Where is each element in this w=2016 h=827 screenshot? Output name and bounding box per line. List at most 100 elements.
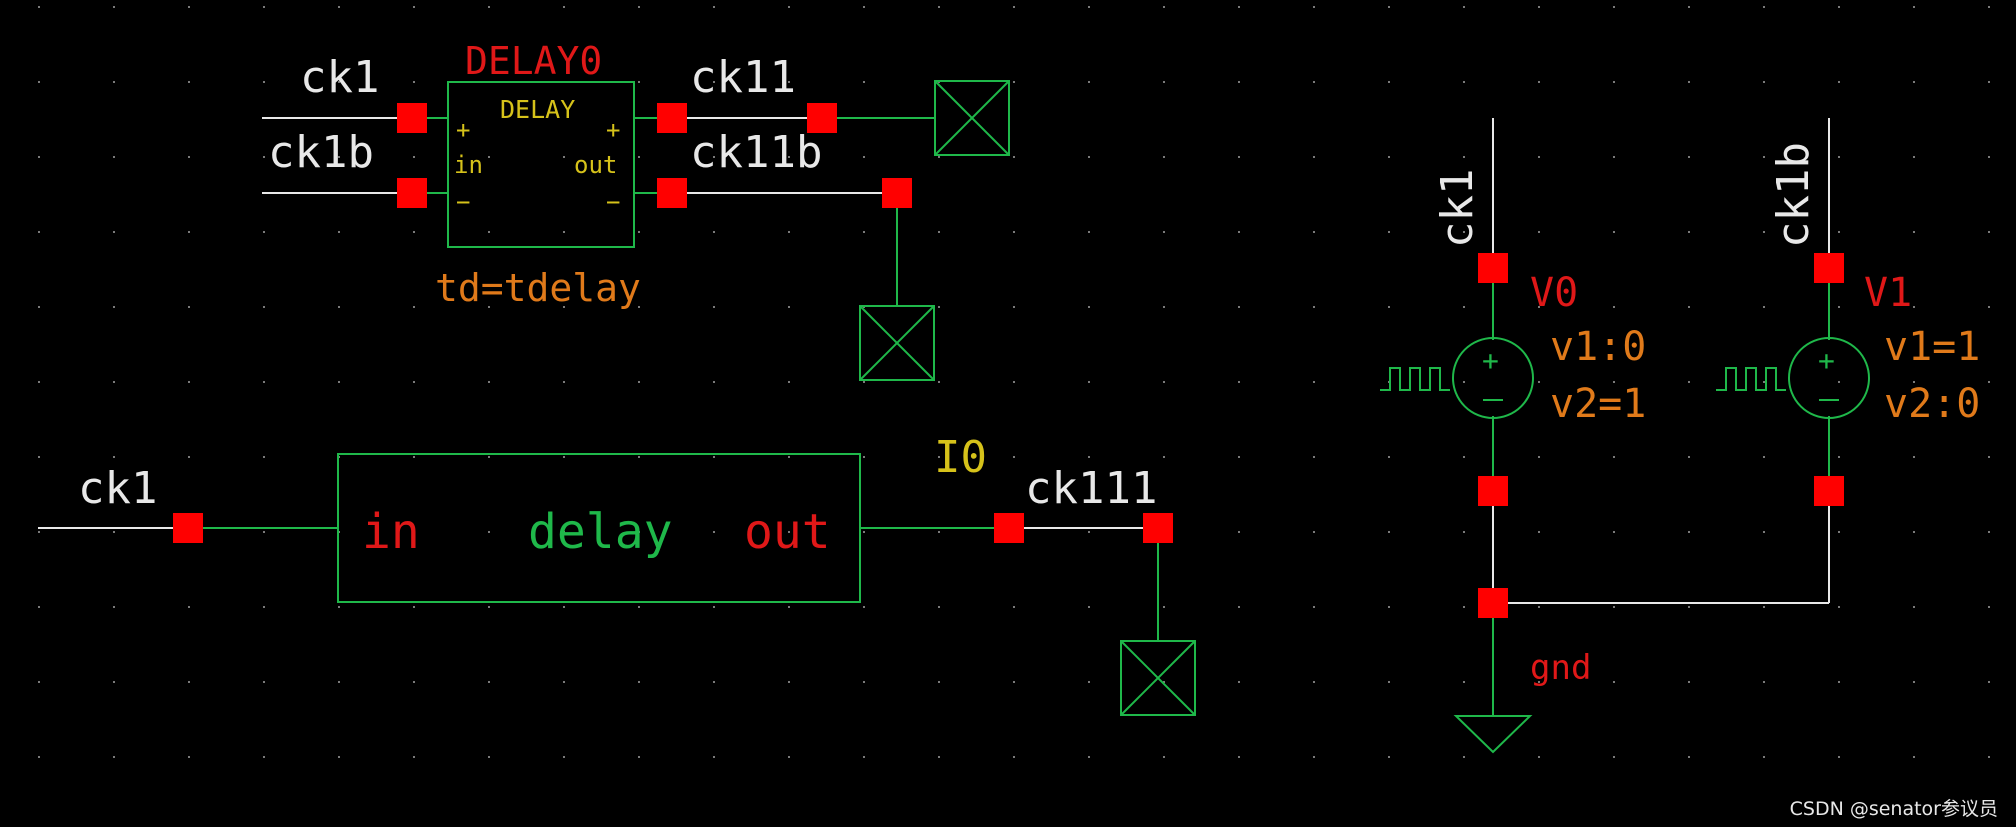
grid-dot xyxy=(1013,606,1015,608)
grid-dot xyxy=(263,156,265,158)
grid-dot xyxy=(788,306,790,308)
delay0-instance[interactable]: DELAY0 DELAY + in − + out − td=tdelay ck… xyxy=(262,39,1010,381)
pin-connector[interactable] xyxy=(994,513,1024,543)
grid-dot xyxy=(1838,381,1840,383)
pin-connector[interactable] xyxy=(1478,588,1508,618)
grid-dot xyxy=(488,6,490,8)
pin-connector[interactable] xyxy=(173,513,203,543)
grid-dot xyxy=(1238,531,1240,533)
i0-instance[interactable]: in delay out I0 ck1 ck111 xyxy=(38,432,1196,716)
noconn-terminator-ck111[interactable] xyxy=(1120,640,1196,716)
grid-dot xyxy=(1088,231,1090,233)
grid-dot xyxy=(1913,6,1915,8)
grid-dots xyxy=(38,6,1990,758)
grid-dot xyxy=(1463,606,1465,608)
pin-connector[interactable] xyxy=(1143,513,1173,543)
grid-dot xyxy=(713,456,715,458)
source-v1-symbol[interactable] xyxy=(1788,337,1870,419)
ground-icon[interactable] xyxy=(1453,715,1533,754)
grid-dot xyxy=(863,756,865,758)
pin-connector[interactable] xyxy=(397,178,427,208)
grid-dot xyxy=(713,6,715,8)
plus-icon: + xyxy=(1818,344,1835,377)
grid-dot xyxy=(563,306,565,308)
grid-dot xyxy=(1163,81,1165,83)
noconn-terminator-ck11[interactable] xyxy=(934,80,1010,156)
grid-dot xyxy=(1013,81,1015,83)
pin-connector[interactable] xyxy=(657,103,687,133)
grid-dot xyxy=(1613,81,1615,83)
pin-connector[interactable] xyxy=(1478,253,1508,283)
grid-dot xyxy=(1238,6,1240,8)
grid-dot xyxy=(1463,231,1465,233)
pin-connector[interactable] xyxy=(807,103,837,133)
grid-dot xyxy=(1688,606,1690,608)
pin-connector[interactable] xyxy=(882,178,912,208)
grid-dot xyxy=(1463,156,1465,158)
grid-dot xyxy=(1538,231,1540,233)
grid-dot xyxy=(1313,381,1315,383)
grid-dot xyxy=(113,606,115,608)
grid-dot xyxy=(1763,756,1765,758)
pin-connector[interactable] xyxy=(657,178,687,208)
grid-dot xyxy=(1013,381,1015,383)
grid-dot xyxy=(1988,81,1990,83)
grid-dot xyxy=(38,756,40,758)
pin-label-plus: + xyxy=(456,116,470,144)
grid-dot xyxy=(1163,156,1165,158)
grid-dot xyxy=(563,681,565,683)
grid-dot xyxy=(863,156,865,158)
grid-dot xyxy=(863,381,865,383)
pin-connector[interactable] xyxy=(1814,476,1844,506)
grid-dot xyxy=(1613,231,1615,233)
grid-dot xyxy=(1838,681,1840,683)
grid-dot xyxy=(1913,306,1915,308)
pulse-sources[interactable]: + + V0 V1 v1:0 v2=1 v1=1 v2:0 gnd ck1 ck… xyxy=(1380,118,1980,754)
pulse-waveform-icon xyxy=(1716,367,1786,391)
pin-connector[interactable] xyxy=(1814,253,1844,283)
grid-dot xyxy=(1688,231,1690,233)
cell-name-delay: delay xyxy=(528,504,673,560)
grid-dot xyxy=(188,81,190,83)
grid-dot xyxy=(638,531,640,533)
grid-dot xyxy=(488,156,490,158)
grid-dot xyxy=(788,231,790,233)
grid-dot xyxy=(1463,6,1465,8)
grid-dot xyxy=(1388,6,1390,8)
grid-dot xyxy=(488,681,490,683)
grid-dot xyxy=(338,756,340,758)
pin-connector[interactable] xyxy=(1478,476,1508,506)
grid-dot xyxy=(563,6,565,8)
noconn-terminator-ck11b[interactable] xyxy=(859,305,935,381)
grid-dot xyxy=(1313,156,1315,158)
grid-dot xyxy=(1763,306,1765,308)
delay0-symbol-box[interactable] xyxy=(447,81,635,248)
grid-dot xyxy=(938,756,940,758)
grid-dot xyxy=(1238,681,1240,683)
grid-dot xyxy=(1988,231,1990,233)
grid-dot xyxy=(563,606,565,608)
grid-dot xyxy=(413,456,415,458)
source-v0-symbol[interactable] xyxy=(1452,337,1534,419)
grid-dot xyxy=(1913,606,1915,608)
grid-dot xyxy=(1688,306,1690,308)
grid-dot xyxy=(713,81,715,83)
grid-dot xyxy=(1688,681,1690,683)
grid-dot xyxy=(638,81,640,83)
grid-dot xyxy=(1988,531,1990,533)
grid-dot xyxy=(1913,81,1915,83)
grid-dot xyxy=(1463,756,1465,758)
grid-dot xyxy=(1838,531,1840,533)
grid-dot xyxy=(563,231,565,233)
grid-dot xyxy=(1613,531,1615,533)
grid-dot xyxy=(1913,231,1915,233)
grid-dot xyxy=(638,381,640,383)
net-label-ck1: ck1 xyxy=(78,463,157,514)
pin-connector[interactable] xyxy=(397,103,427,133)
grid-dot xyxy=(488,606,490,608)
grid-dot xyxy=(488,531,490,533)
grid-dot xyxy=(938,381,940,383)
grid-dot xyxy=(638,156,640,158)
grid-dot xyxy=(1613,381,1615,383)
